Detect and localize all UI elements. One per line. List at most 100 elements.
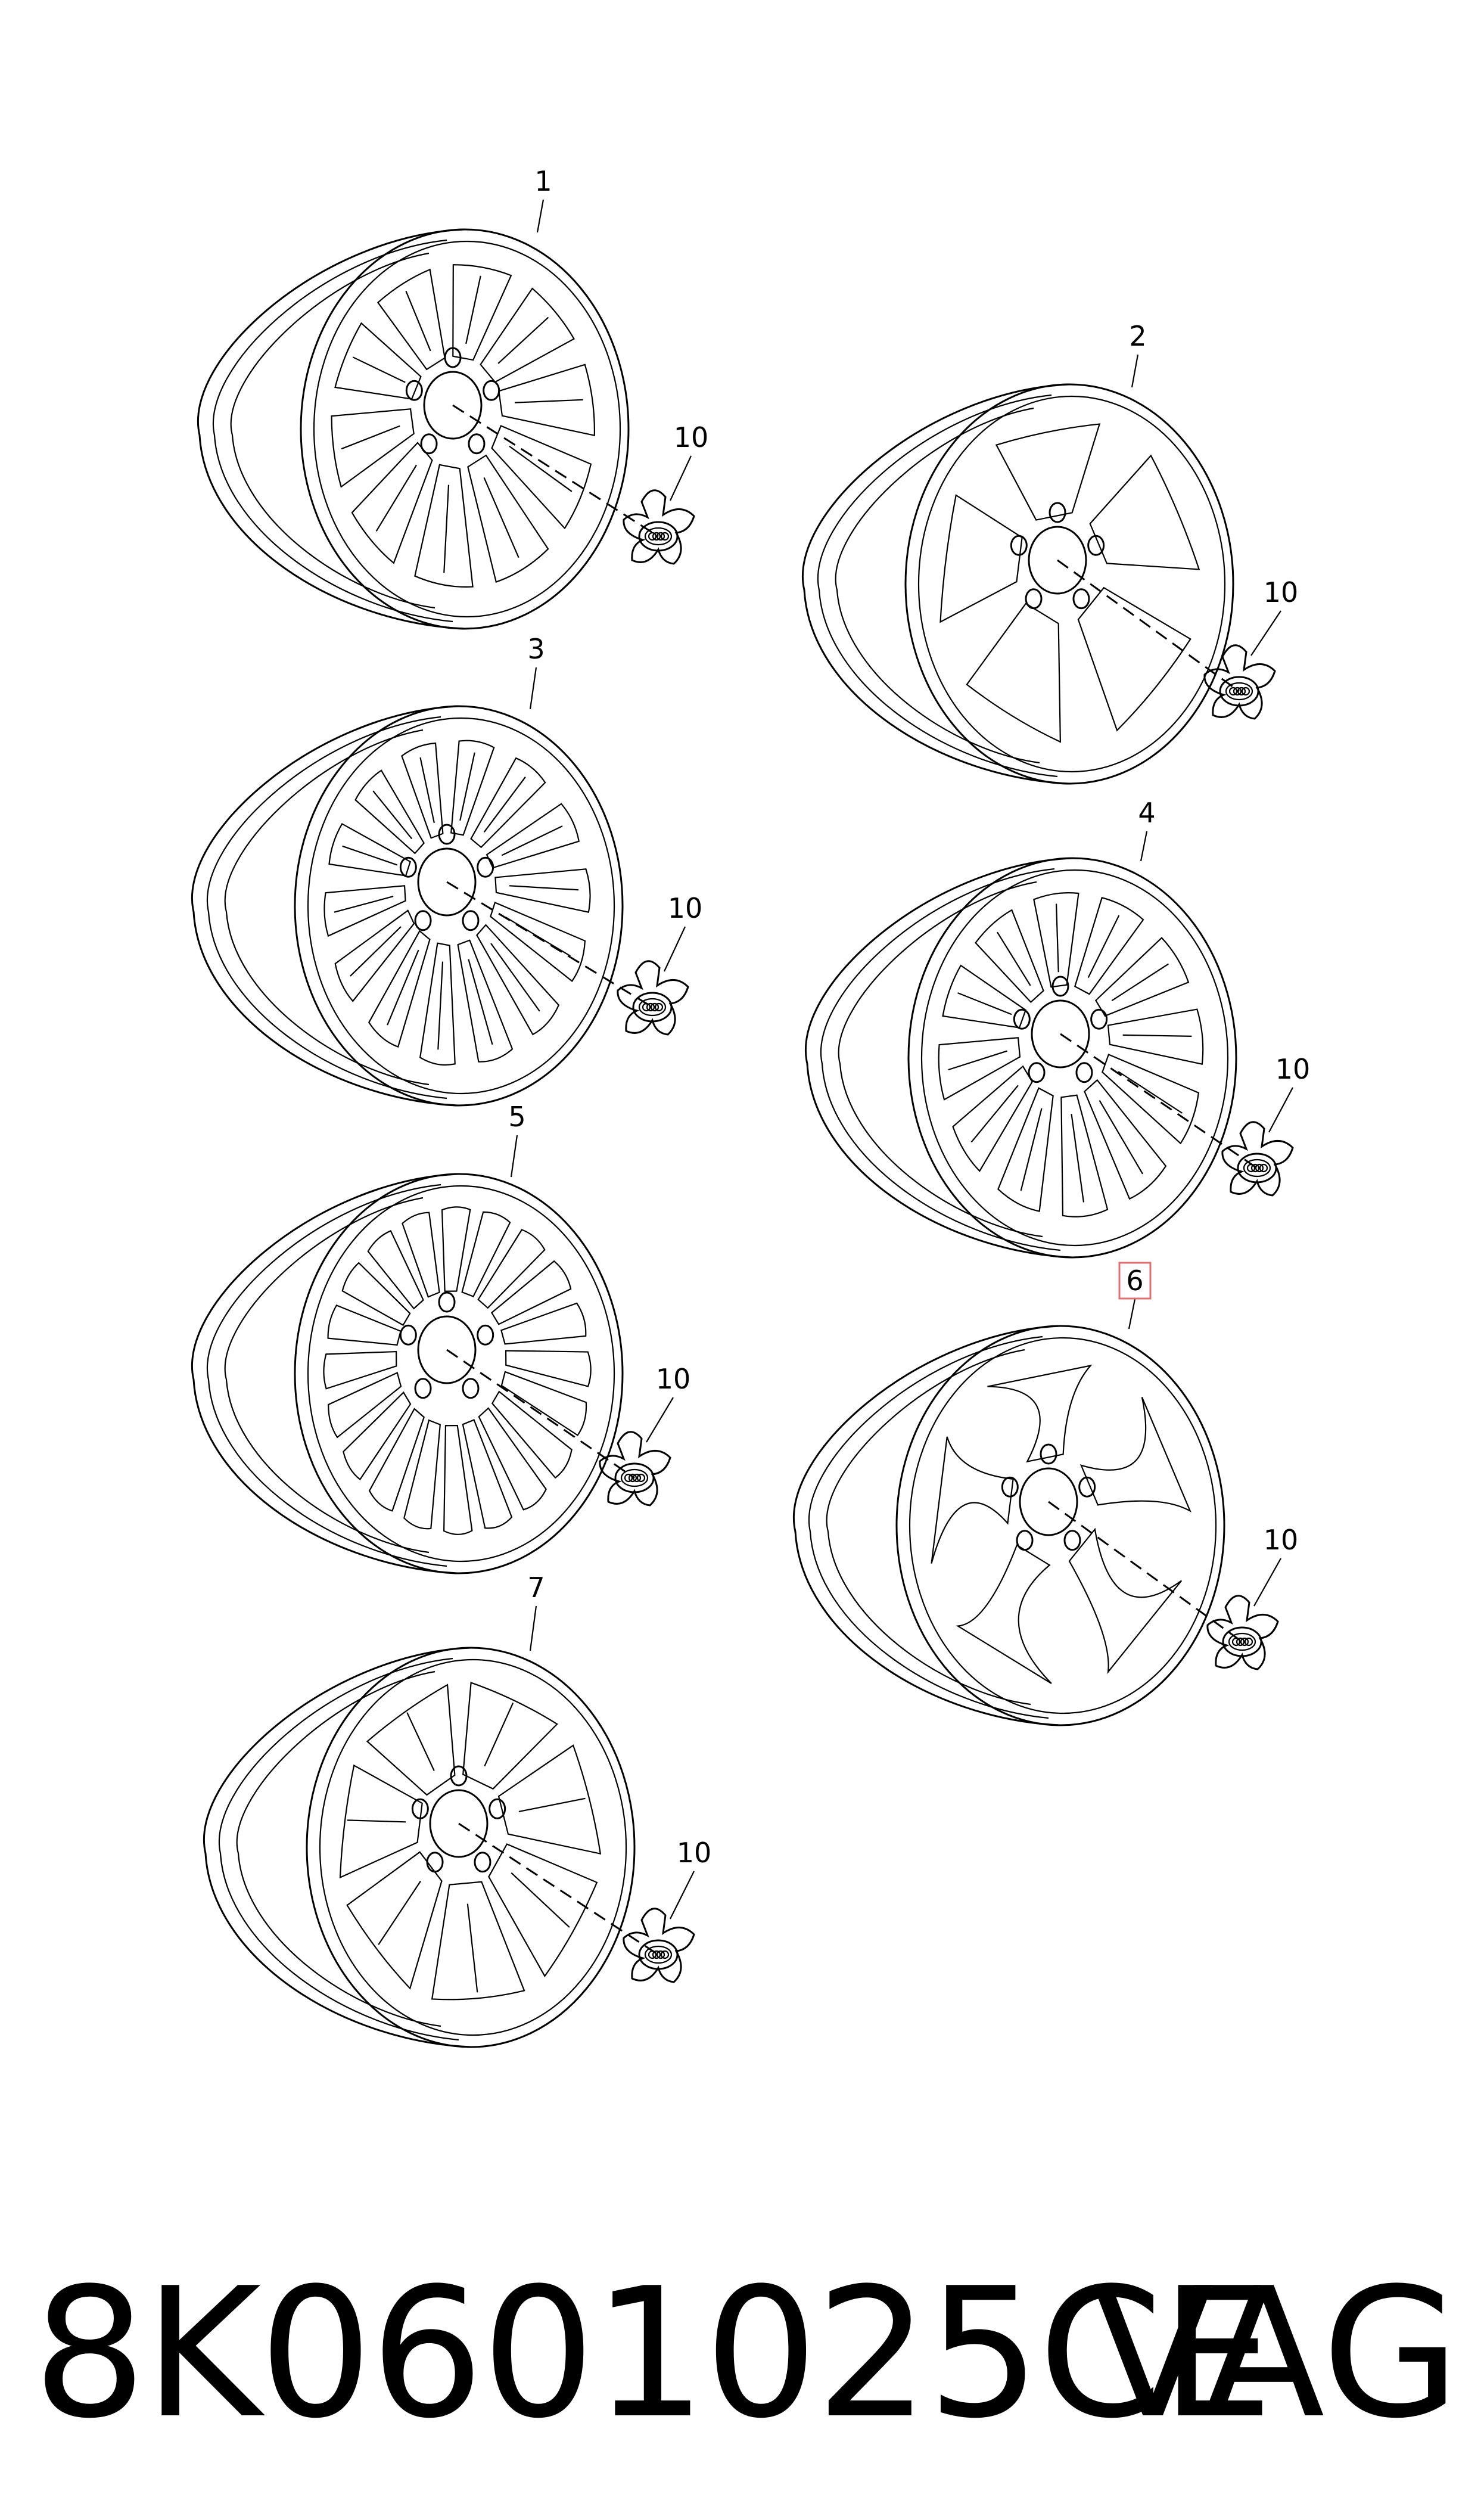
spoke-window bbox=[997, 1087, 1054, 1212]
spoke-window bbox=[480, 287, 575, 383]
rim-barrel bbox=[793, 1325, 1061, 1726]
footer: 8K0601025CE VAG bbox=[0, 2247, 1484, 2461]
spoke-window bbox=[402, 1212, 440, 1298]
bolt-hole bbox=[450, 1765, 468, 1787]
spoke-window bbox=[450, 740, 495, 836]
bolt-hole bbox=[420, 433, 438, 455]
wheel-6: 610 bbox=[793, 1262, 1299, 1726]
axis-line bbox=[446, 1349, 635, 1479]
bolt-hole bbox=[405, 380, 423, 401]
hub bbox=[429, 1789, 489, 1858]
rim-barrel bbox=[197, 228, 465, 630]
spoke-window bbox=[498, 364, 595, 436]
spoke-window bbox=[987, 1364, 1093, 1463]
bolt-hole bbox=[1010, 535, 1028, 556]
center-cap-icon bbox=[623, 489, 695, 565]
spoke-window bbox=[346, 1851, 443, 1990]
bolt-hole bbox=[1063, 1530, 1081, 1551]
cap-label: 10 bbox=[668, 892, 703, 924]
cap-label: 10 bbox=[677, 1837, 712, 1869]
center-cap-icon bbox=[617, 960, 689, 1036]
spoke-window bbox=[323, 885, 406, 937]
cap-label: 10 bbox=[674, 421, 709, 454]
spoke-window bbox=[401, 742, 444, 839]
bolt-hole bbox=[411, 1798, 429, 1819]
spoke-window bbox=[377, 268, 446, 371]
leader-line bbox=[1131, 354, 1139, 388]
center-cap-icon bbox=[599, 1431, 671, 1507]
rim-barrel bbox=[805, 857, 1073, 1259]
rim-face bbox=[294, 1173, 624, 1574]
cap-label: 10 bbox=[656, 1363, 691, 1395]
cap-leader-line bbox=[664, 926, 686, 972]
hub bbox=[417, 847, 477, 917]
spoke-window bbox=[457, 939, 514, 1063]
rim-face bbox=[294, 705, 624, 1107]
spoke-window bbox=[478, 1407, 547, 1511]
bolt-hole bbox=[426, 1852, 444, 1873]
bolt-hole bbox=[438, 1291, 456, 1313]
cap-leader-line bbox=[670, 1871, 695, 1919]
spoke-window bbox=[505, 1350, 592, 1387]
rim-lip bbox=[206, 1184, 447, 1567]
spoke-window bbox=[334, 909, 415, 1002]
bolt-hole bbox=[468, 433, 486, 455]
spoke-window bbox=[477, 1229, 546, 1309]
rim-face bbox=[904, 383, 1234, 785]
spoke-window bbox=[470, 757, 546, 849]
spoke-window bbox=[476, 924, 560, 1036]
rim-lip bbox=[820, 868, 1061, 1251]
spoke-window bbox=[1107, 1008, 1204, 1065]
bolt-hole bbox=[462, 1378, 480, 1399]
bolt-hole bbox=[489, 1798, 506, 1819]
spoke-window bbox=[441, 1206, 471, 1292]
axis-line bbox=[1057, 559, 1240, 692]
hub bbox=[417, 1315, 477, 1384]
spoke-window bbox=[462, 1419, 513, 1529]
spoke-window bbox=[331, 408, 415, 488]
spoke-window bbox=[500, 1371, 587, 1436]
axis-line bbox=[452, 404, 659, 538]
spoke-window bbox=[443, 1424, 473, 1535]
cap-label: 10 bbox=[1264, 1524, 1299, 1556]
spoke-window bbox=[1094, 937, 1190, 1017]
bolt-hole bbox=[474, 1852, 491, 1873]
bolt-hole bbox=[462, 910, 480, 931]
spoke-window bbox=[327, 1304, 402, 1346]
wheel-label: 4 bbox=[1138, 797, 1155, 829]
cap-leader-line bbox=[1268, 1087, 1293, 1133]
wheel-label: 1 bbox=[534, 165, 552, 197]
spoke-window bbox=[490, 901, 586, 982]
spoke-window bbox=[368, 1408, 425, 1512]
bolt-hole bbox=[414, 1378, 432, 1399]
wheel-label: 2 bbox=[1129, 320, 1146, 352]
cap-leader-line bbox=[1250, 610, 1281, 656]
bolt-hole bbox=[1072, 588, 1090, 610]
wheel-label: 7 bbox=[527, 1571, 545, 1604]
spoke-window bbox=[939, 494, 1023, 623]
spoke-window bbox=[497, 1744, 602, 1855]
wheel-7: 7 10 bbox=[203, 1571, 712, 2048]
spoke-window bbox=[494, 868, 591, 913]
spoke-window bbox=[1089, 454, 1200, 570]
bolt-hole bbox=[438, 824, 456, 845]
spoke-window bbox=[431, 1881, 525, 2001]
spoke-window bbox=[1060, 1094, 1109, 1217]
rim-face bbox=[300, 228, 630, 630]
wheel-5: 510 bbox=[191, 1101, 691, 1574]
spoke-window bbox=[491, 425, 592, 530]
spoke-window bbox=[490, 1260, 572, 1325]
spoke-window bbox=[488, 1843, 598, 1977]
cap-leader-line bbox=[646, 1397, 674, 1443]
spoke-window bbox=[1074, 896, 1144, 995]
bolt-hole bbox=[1087, 535, 1105, 556]
bolt-hole bbox=[1078, 1476, 1096, 1498]
hub bbox=[1019, 1467, 1078, 1536]
bolt-hole bbox=[444, 347, 462, 368]
bolt-hole bbox=[1051, 976, 1069, 997]
brand-name: VAG bbox=[1091, 2250, 1460, 2458]
rim-barrel bbox=[203, 1647, 471, 2048]
rim-face bbox=[895, 1325, 1225, 1726]
spoke-window bbox=[351, 442, 433, 564]
